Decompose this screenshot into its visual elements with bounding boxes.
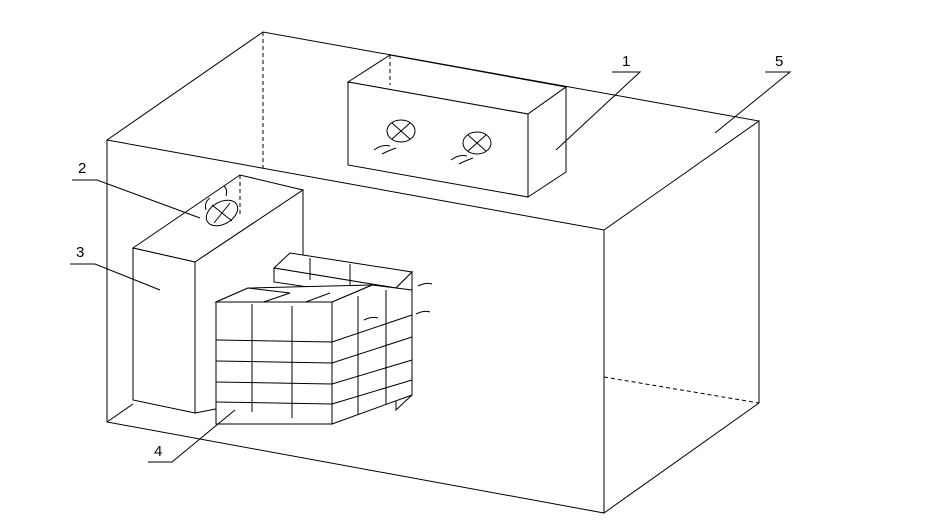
cargo-box-stack	[214, 252, 433, 425]
fan-icon	[373, 119, 416, 155]
fan-icon	[450, 131, 492, 165]
label-1: 1	[622, 53, 631, 70]
label-5: 5	[775, 53, 784, 70]
fan-icon	[205, 185, 239, 227]
room-enclosure	[105, 31, 761, 514]
label-4: 4	[154, 443, 163, 460]
label-2: 2	[78, 160, 87, 177]
ceiling-evaporator-unit	[346, 54, 568, 198]
leader-lines	[70, 71, 792, 463]
label-3: 3	[76, 244, 85, 261]
